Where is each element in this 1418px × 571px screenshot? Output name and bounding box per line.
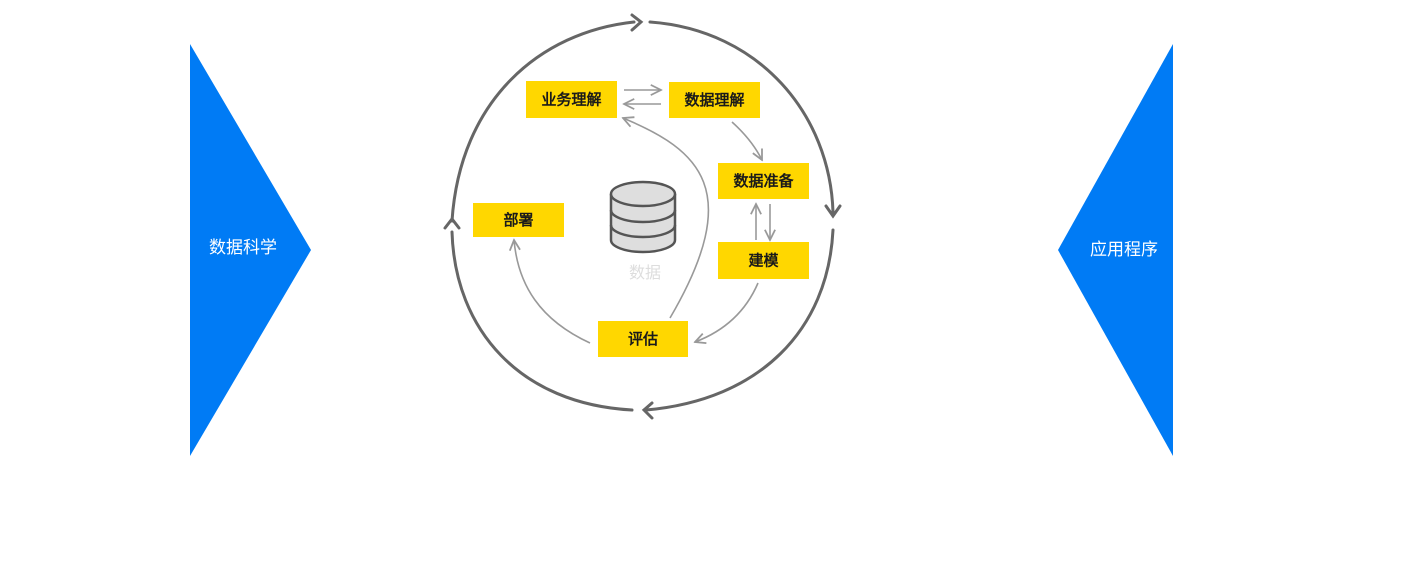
step-modeling: 建模 [718,242,809,279]
step-box [473,203,564,237]
step-box [598,321,688,357]
step-box [718,242,809,279]
step-label: 评估 [628,330,658,348]
step-deployment: 部署 [473,203,564,237]
ring-arrowhead-left [443,216,461,230]
left-triangle-shape [190,44,311,456]
arrow-modeling-to-evaluation [695,282,759,342]
step-label: 数据准备 [733,172,794,190]
ring-arrowhead-right [824,204,842,219]
right-panel: 应用程序 [1058,44,1173,456]
left-panel-label: 数据科学 [209,238,277,258]
inner-flow-arrows [514,90,770,343]
left-panel: 数据科学 [190,44,311,456]
ring-arrowhead-top [630,13,644,32]
arrow-evaluation-to-business [623,118,710,319]
outer-cycle-ring [443,13,842,420]
database-label: 数据 [629,263,661,282]
step-box [669,82,760,118]
arrow-data-understanding-to-prep [731,121,762,160]
step-evaluation: 评估 [598,321,688,357]
ring-arrowhead-bottom [641,401,654,420]
step-label: 部署 [503,211,533,229]
step-data-understanding: 数据理解 [669,82,760,118]
step-label: 数据理解 [684,91,744,109]
step-box [718,163,809,199]
right-panel-label: 应用程序 [1090,240,1158,260]
step-data-preparation: 数据准备 [718,163,809,199]
ring-arc-bottom-right [644,228,835,412]
right-triangle-shape [1058,44,1173,456]
database-icon [609,180,677,254]
step-business-understanding: 业务理解 [526,81,617,118]
arrow-evaluation-to-deployment [514,240,591,344]
step-label: 业务理解 [541,91,601,109]
ring-arc-top-left [450,20,636,223]
step-box [526,81,617,118]
ring-arc-bottom-left [450,230,634,412]
step-label: 建模 [748,252,779,270]
ring-arc-top-right [648,20,835,214]
